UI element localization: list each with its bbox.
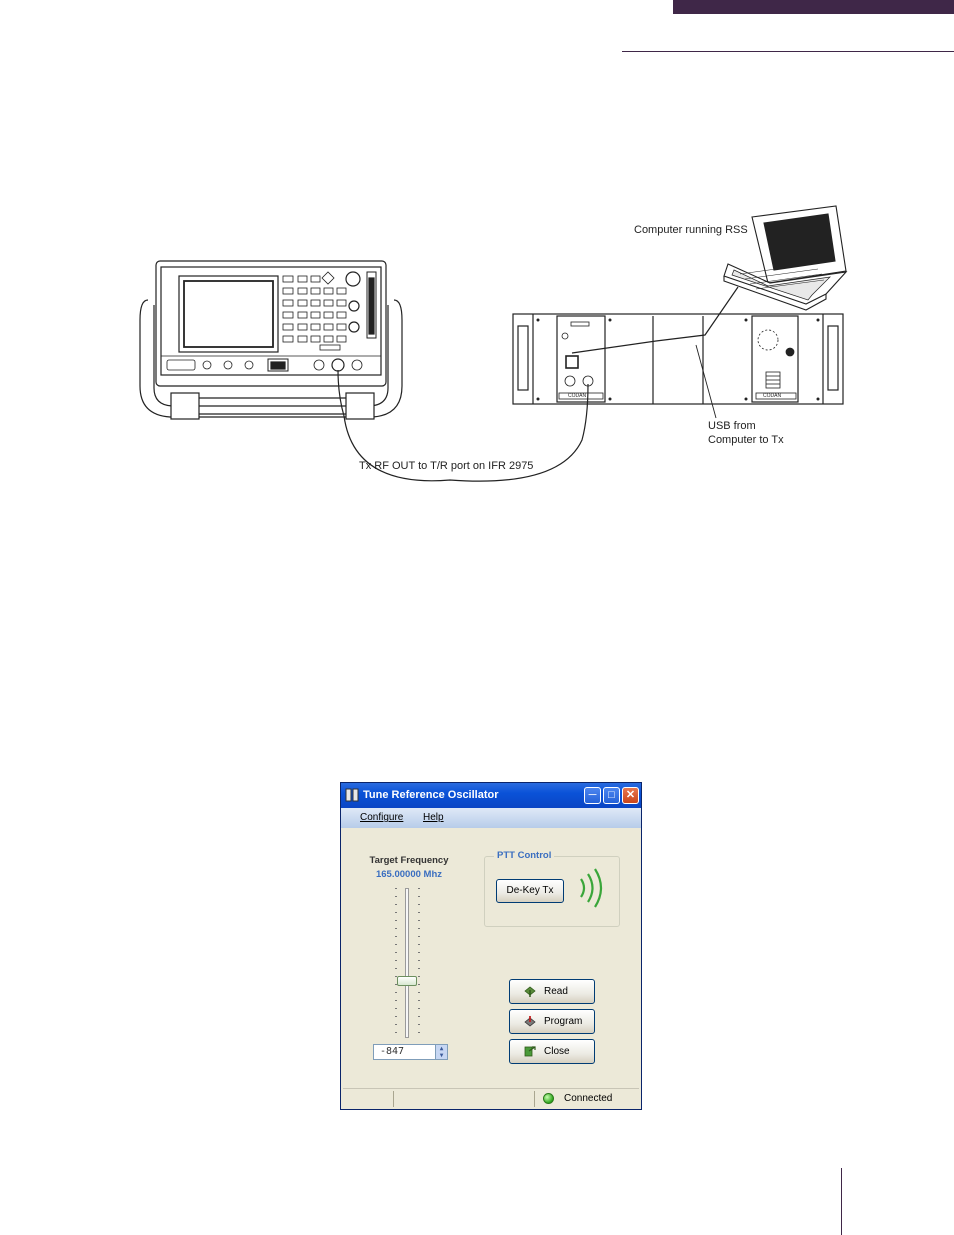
read-label: Read [544,986,568,997]
menu-help[interactable]: Help [423,812,444,823]
footer-rule [841,1168,842,1235]
rf-cable-label: Tx RF OUT to T/R port on IFR 2975 [359,460,534,472]
offset-spinbox[interactable]: -847 ▲ ▼ [373,1044,448,1060]
usb-leader [695,344,717,419]
header-rule [622,51,954,52]
connection-status-icon [543,1093,554,1104]
close-window-button[interactable]: ✕ [622,787,639,804]
program-icon [524,1016,536,1027]
connection-status: Connected [564,1093,613,1104]
maximize-button[interactable]: □ [603,787,620,804]
computer-label: Computer running RSS [634,224,748,236]
maximize-icon: □ [608,789,615,801]
program-label: Program [544,1016,583,1027]
tune-reference-oscillator-window: Tune Reference Oscillator ─ □ ✕ Configur… [340,782,642,1110]
window-title: Tune Reference Oscillator [363,789,499,801]
frequency-slider-thumb[interactable] [397,976,417,986]
rack-brand-left: CODAN [568,393,586,399]
status-divider [534,1091,535,1107]
test-setup-diagram: CODAN CODAN [139,205,848,482]
usb-label-line1: USB from [708,420,756,432]
minimize-button[interactable]: ─ [584,787,601,804]
minimize-icon: ─ [588,789,597,801]
header-color-bar [673,0,954,14]
menu-configure[interactable]: Configure [360,812,404,823]
ptt-control-title: PTT Control [494,850,555,861]
ifr-test-set [139,260,403,420]
offset-value: -847 [380,1046,405,1057]
program-button[interactable]: Program [509,1009,595,1034]
target-frequency-label: Target Frequency [369,855,449,866]
dekey-tx-button[interactable]: De-Key Tx [496,879,564,903]
status-divider [393,1091,394,1107]
spin-down-icon[interactable]: ▼ [439,1052,444,1059]
transmitter-rack [512,313,844,405]
slider-ticks-left [395,888,397,1038]
target-frequency-value: 165.00000 Mhz [375,869,442,880]
menu-bar: Configure Help [341,808,641,828]
app-icon [345,788,359,802]
read-button[interactable]: Read [509,979,595,1004]
transmit-waves-icon [580,868,603,908]
close-icon: ✕ [625,789,636,801]
laptop-computer [723,205,848,311]
read-icon [524,986,536,997]
dekey-tx-label: De-Key Tx [506,885,554,896]
rack-brand-right: CODAN [763,393,781,399]
spin-buttons[interactable]: ▲ ▼ [435,1045,447,1059]
status-bar: Connected [343,1088,639,1109]
close-label: Close [544,1046,570,1057]
rf-cable [337,369,589,482]
usb-label-line2: Computer to Tx [708,434,784,446]
slider-ticks-right [418,888,420,1038]
close-button[interactable]: Close [509,1039,595,1064]
usb-cable [571,286,739,354]
title-bar[interactable]: Tune Reference Oscillator ─ □ ✕ [341,783,641,808]
frequency-slider-track[interactable] [405,888,409,1038]
exit-icon [524,1046,536,1057]
spin-up-icon[interactable]: ▲ [439,1045,444,1052]
